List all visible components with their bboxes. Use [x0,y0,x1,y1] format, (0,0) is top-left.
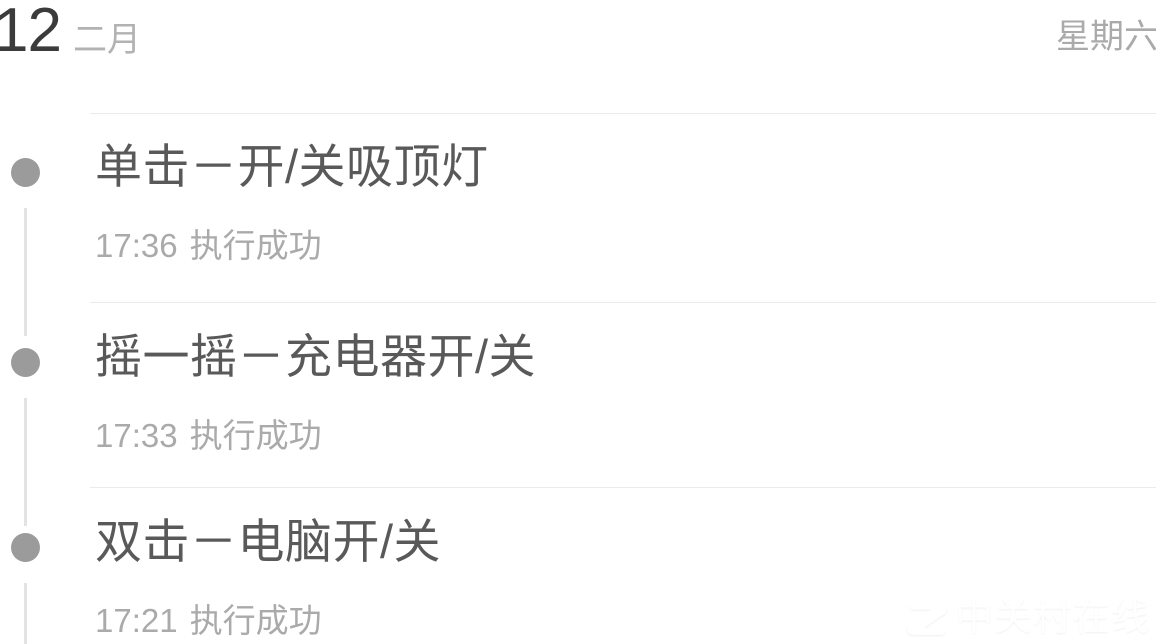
status-badge: 执行成功 [189,227,322,264]
list-item-meta: 17:36 执行成功 [95,228,322,264]
list-item-title: 摇一摇－充电器开/关 [95,330,537,383]
status-badge: 执行成功 [189,417,322,454]
timeline-dot-icon [11,348,40,377]
list-item[interactable]: 双击－电脑开/关 17:21 执行成功 [0,488,1156,644]
date-group: 12 二月 [0,0,141,62]
timeline-dot-icon [11,158,40,187]
list-item-time: 17:33 [95,417,178,454]
list-item-body: 摇一摇－充电器开/关 17:33 执行成功 [90,303,1156,488]
list-item-time: 17:21 [95,602,178,639]
timeline-top-divider [90,113,1156,114]
timeline-connector-line [24,398,27,526]
list-item-meta: 17:21 执行成功 [95,603,322,639]
timeline-rail [0,303,90,526]
timeline-dot-icon [11,533,40,562]
automation-timeline-list: 单击－开/关吸顶灯 17:36 执行成功 摇一摇－充电器开/关 17:33 执行成功 [0,113,1156,644]
date-weekday-label: 星期六 [1056,18,1156,56]
date-month-label: 二月 [72,21,141,59]
list-item-title: 单击－开/关吸顶灯 [95,140,489,193]
list-item-title: 双击－电脑开/关 [95,515,442,568]
date-day-number: 12 [0,0,62,65]
list-item[interactable]: 单击－开/关吸顶灯 17:36 执行成功 [0,113,1156,336]
list-item-meta: 17:33 执行成功 [95,418,322,454]
status-badge: 执行成功 [189,602,322,639]
list-item-time: 17:36 [95,227,178,264]
timeline-rail [0,113,90,336]
timeline-connector-line [24,208,27,336]
list-item[interactable]: 摇一摇－充电器开/关 17:33 执行成功 [0,303,1156,526]
list-item-body: 双击－电脑开/关 17:21 执行成功 [90,488,1156,644]
list-item-divider [90,302,1156,303]
date-header: 12 二月 星期六 [0,0,1156,113]
timeline-connector-line [24,583,27,644]
list-item-divider [90,487,1156,488]
list-item-body: 单击－开/关吸顶灯 17:36 执行成功 [90,113,1156,303]
timeline-rail [0,488,90,644]
